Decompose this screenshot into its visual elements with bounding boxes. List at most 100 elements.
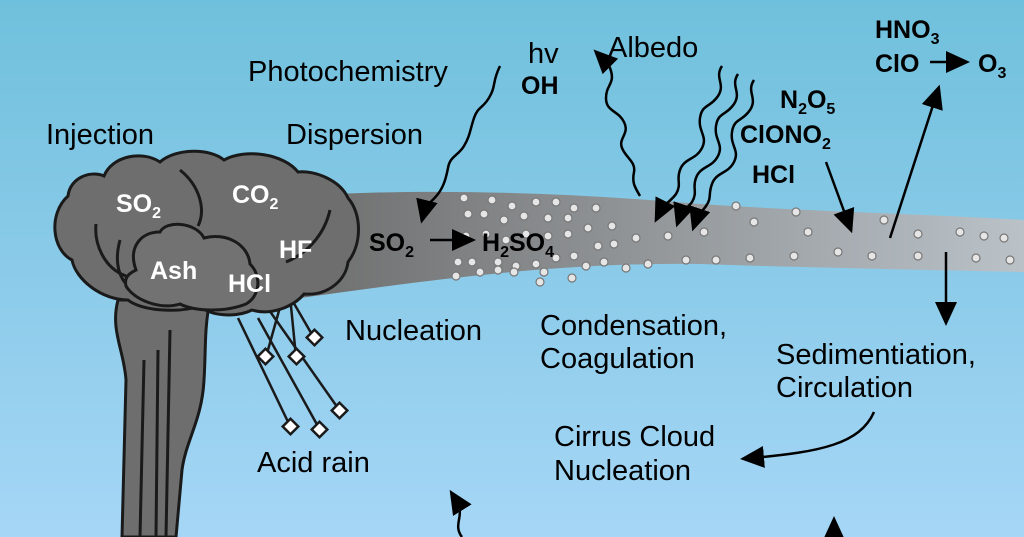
aerosol-particle: [543, 213, 553, 223]
aerosol-particle: [833, 247, 843, 257]
aerosol-particle: [663, 231, 673, 241]
reaction-reactant: SO2: [369, 229, 414, 261]
label-sedimentation: Sedimentiation,: [776, 339, 976, 371]
reaction-product: H2SO4: [482, 229, 554, 261]
label-n2o5: N2O5: [780, 86, 835, 118]
label-circulation: Circulation: [776, 372, 913, 404]
aerosol-particles: [451, 193, 1015, 287]
aerosol-particle: [609, 239, 619, 249]
aerosol-particle: [607, 221, 617, 231]
cirrus-arrow: [740, 411, 876, 468]
aerosol-particle: [463, 209, 473, 219]
plume-hf: HF: [279, 236, 312, 264]
process-arrows: [430, 51, 970, 537]
incoming-radiation-3: [689, 79, 756, 232]
eruption-cloud: [53, 149, 360, 317]
aerosol-particle: [643, 259, 653, 269]
aerosol-particle: [1005, 255, 1015, 265]
label-hno3: HNO3: [875, 16, 940, 48]
label-clono2: ClONO2: [740, 121, 831, 153]
aerosol-particle: [593, 241, 603, 251]
aerosol-particle: [699, 227, 709, 237]
photochemistry-arrow: [416, 65, 502, 224]
aerosol-particle: [563, 213, 573, 223]
volcano-column: [114, 298, 212, 537]
label-dispersion: Dispersion: [286, 119, 423, 151]
label-hv: hv: [528, 38, 559, 70]
label-photochemistry: Photochemistry: [248, 56, 448, 88]
label-albedo: Albedo: [608, 32, 698, 64]
aerosol-particle: [711, 255, 721, 265]
aerosol-particle: [539, 267, 549, 277]
aerosol-particle: [563, 229, 573, 239]
aerosol-particle: [551, 253, 561, 263]
aerosol-particle: [551, 197, 561, 207]
plume-so2: SO2: [116, 190, 161, 222]
aerosol-particle: [745, 253, 755, 263]
label-strat-hcl: HCl: [752, 161, 795, 189]
label-cirrus-nucleation: Nucleation: [554, 455, 691, 487]
aerosol-particle: [569, 251, 579, 261]
aerosol-particle: [475, 267, 485, 277]
label-nucleation: Nucleation: [345, 315, 482, 347]
aerosol-particle: [955, 227, 965, 237]
label-o3: O3: [978, 50, 1006, 82]
incoming-radiation-2: [673, 73, 740, 228]
label-acid-rain: Acid rain: [257, 447, 370, 479]
aerosol-particle: [531, 197, 541, 207]
aerosol-particle: [581, 261, 591, 271]
aerosol-particle: [509, 267, 519, 277]
aerosol-particle: [467, 257, 477, 267]
label-oh: OH: [521, 72, 559, 100]
aerosol-particle: [749, 217, 759, 227]
aerosol-particle: [521, 229, 531, 239]
aerosol-particle: [599, 257, 609, 267]
aerosol-particle: [803, 227, 813, 237]
aerosol-particle: [493, 265, 503, 275]
aerosol-particle: [481, 229, 491, 239]
label-cirrus-cloud: Cirrus Cloud: [554, 421, 715, 453]
aerosol-particle: [999, 233, 1009, 243]
aerosol-particle: [867, 251, 877, 261]
aerosol-particle: [913, 251, 923, 261]
aerosol-particle: [789, 251, 799, 261]
aerosol-particle: [731, 201, 741, 211]
label-coagulation: Coagulation: [540, 343, 695, 375]
plume-co2: CO2: [232, 181, 279, 213]
aerosol-particle: [487, 195, 497, 205]
label-clo: ClO: [875, 50, 919, 78]
plume-hcl: HCl: [228, 270, 271, 298]
aerosol-particle: [531, 259, 541, 269]
chlorine-arrow: [824, 161, 855, 234]
label-injection: Injection: [46, 119, 154, 151]
aerosol-particle: [543, 231, 553, 241]
aerosol-particle: [631, 233, 641, 243]
aerosol-particle: [501, 235, 511, 245]
aerosol-particle: [879, 215, 889, 225]
aerosol-particle: [569, 203, 579, 213]
aerosol-particle: [567, 273, 577, 283]
acid-rain-drops: [236, 295, 350, 440]
aerosol-particle: [453, 257, 463, 267]
aerosol-particle: [591, 203, 601, 213]
plume-ash: Ash: [150, 257, 197, 285]
aerosol-particle: [499, 215, 509, 225]
radiation-lines: [416, 49, 756, 232]
incoming-radiation-1: [654, 65, 724, 223]
aerosol-particle: [583, 223, 593, 233]
reflected-radiation: [593, 49, 642, 197]
aerosol-particle: [535, 277, 545, 287]
label-condensation: Condensation,: [540, 310, 727, 342]
ozone-depletion-arrow: [888, 84, 943, 239]
aerosol-particle: [971, 253, 981, 263]
aerosol-particle: [459, 193, 469, 203]
aerosol-particle: [507, 201, 517, 211]
aerosol-particle: [791, 207, 801, 217]
aerosol-particle: [479, 209, 489, 219]
aerosol-particle: [621, 263, 631, 273]
aerosol-particle: [913, 229, 923, 239]
aerosol-particle: [979, 231, 989, 241]
aerosol-particle: [519, 211, 529, 221]
aerosol-particle: [681, 255, 691, 265]
